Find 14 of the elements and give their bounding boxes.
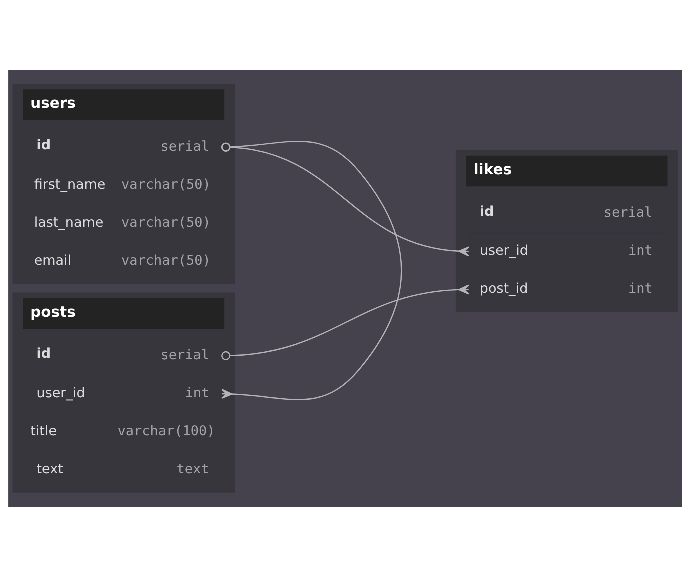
node-text: first_name varchar(50) xyxy=(34,176,211,193)
node-text: post_id int xyxy=(480,281,653,298)
node-text: user_id int xyxy=(480,243,653,260)
node-text: last_name varchar(50) xyxy=(34,214,211,231)
connector xyxy=(222,284,470,360)
node-text: text text xyxy=(36,462,210,478)
node-text: id serial xyxy=(480,204,653,222)
node-text: title varchar(100) xyxy=(30,424,216,440)
node-text: user_id int xyxy=(36,386,210,402)
connector xyxy=(221,141,402,400)
node-text: id serial xyxy=(36,346,210,364)
connector xyxy=(222,142,470,257)
node-text: id serial xyxy=(36,138,210,155)
node-text: email varchar(50) xyxy=(34,252,211,269)
